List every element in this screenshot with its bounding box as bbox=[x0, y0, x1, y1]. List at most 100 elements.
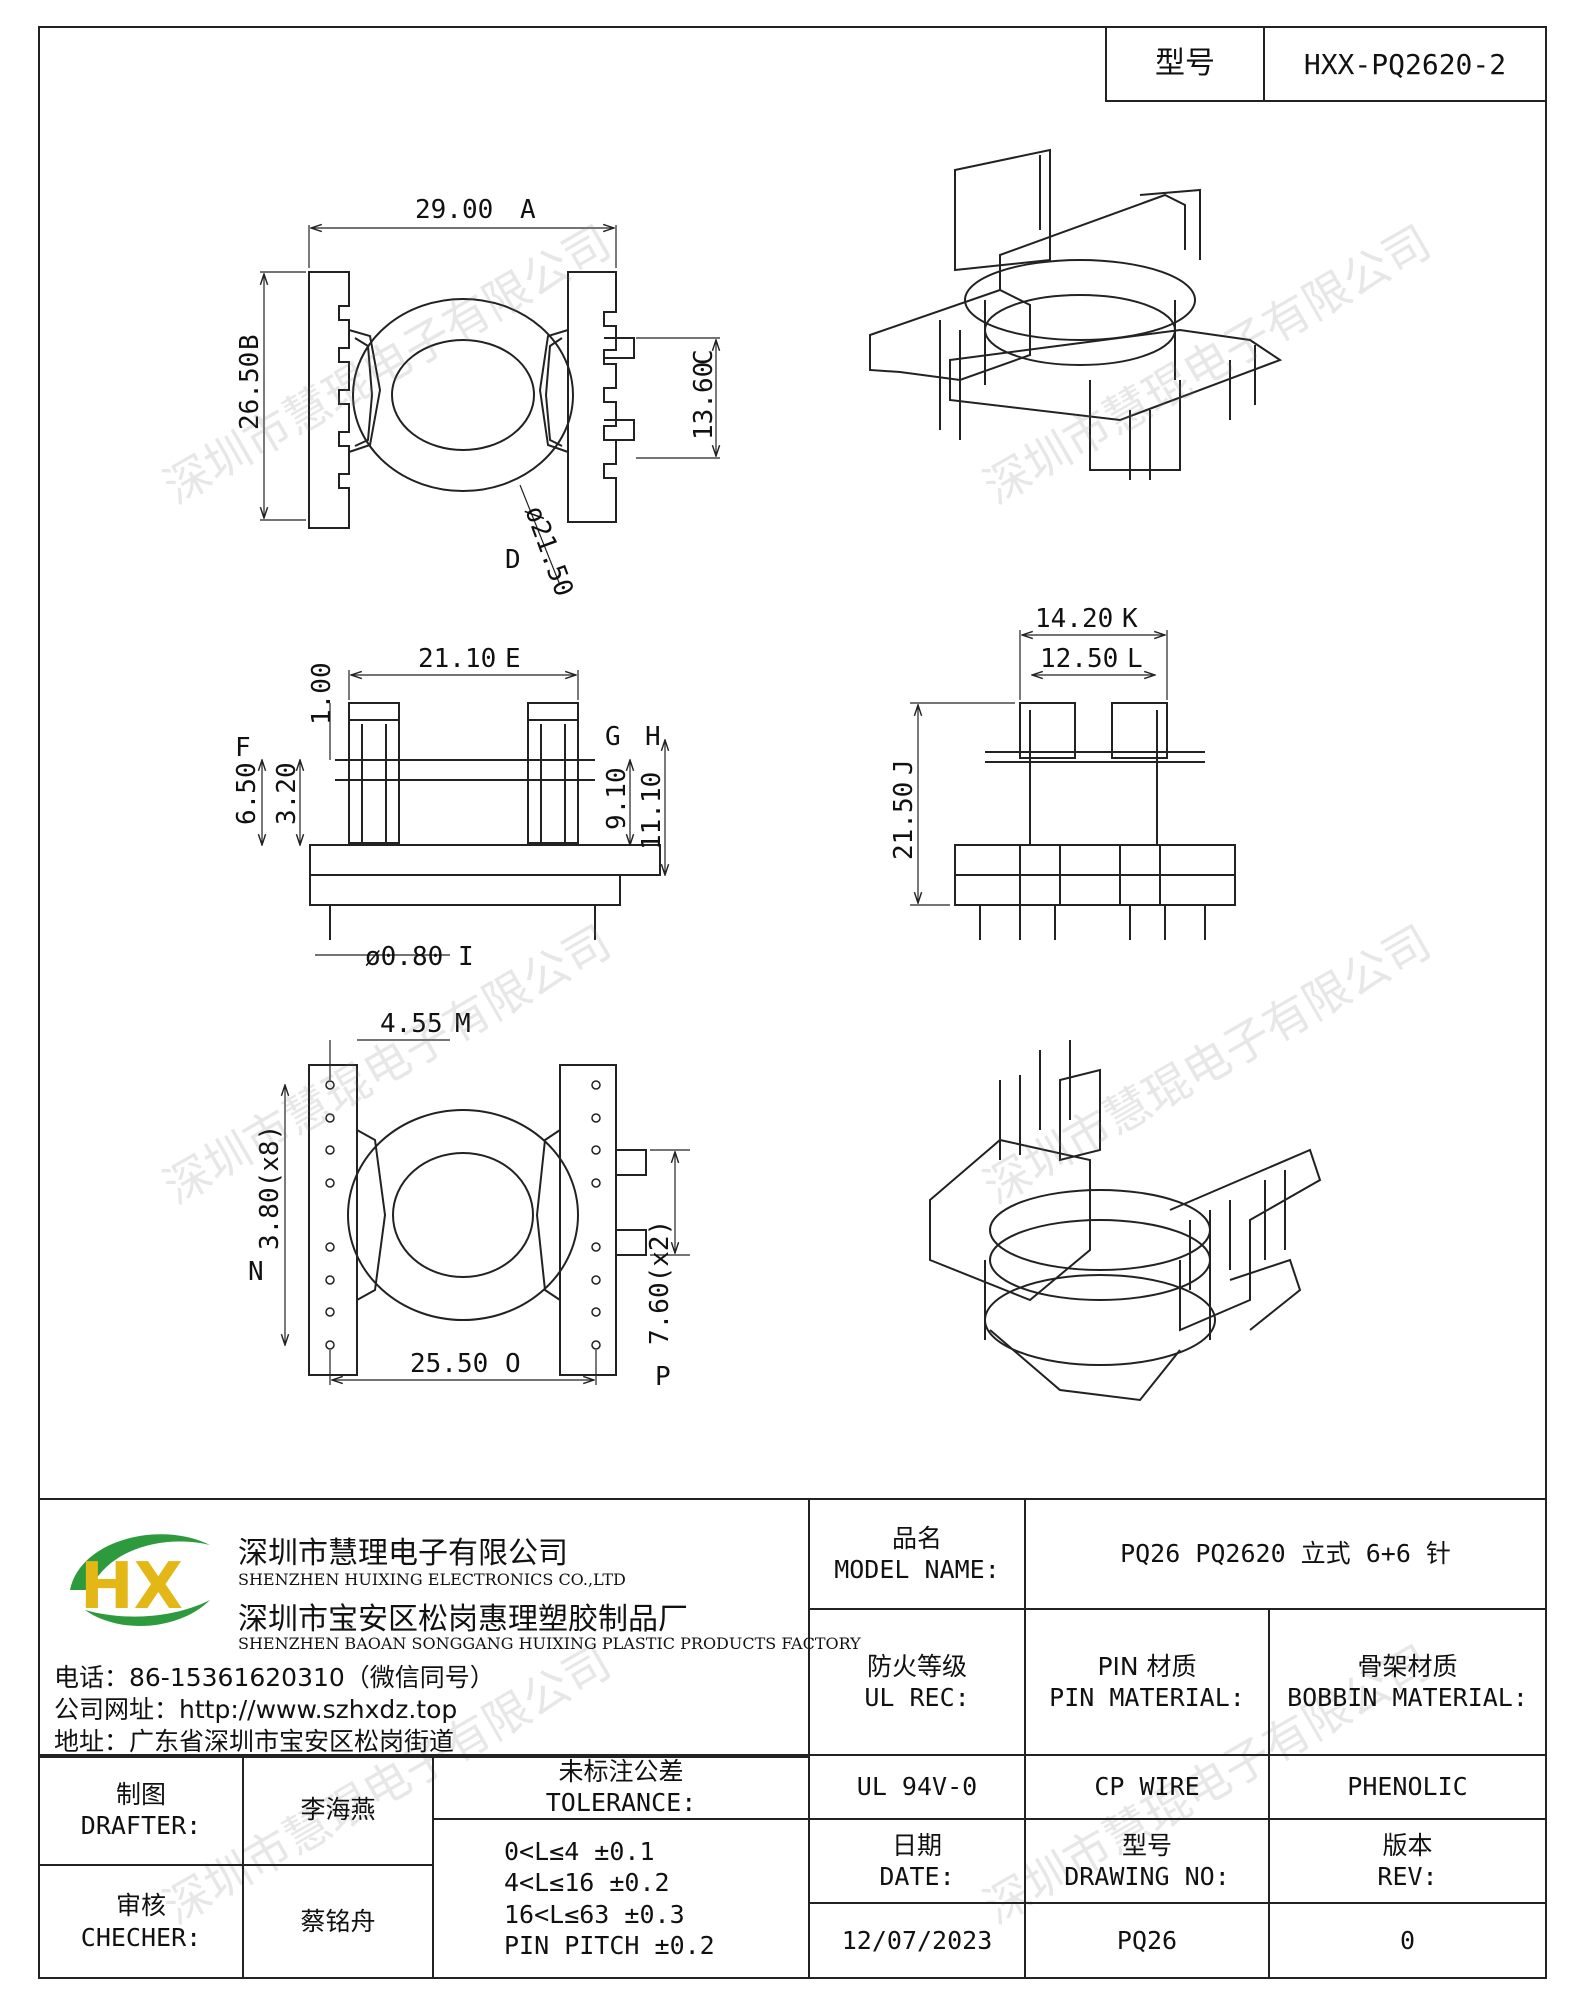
dim-E-value: 21.10 bbox=[418, 644, 496, 674]
drafter-value: 李海燕 bbox=[300, 1795, 376, 1825]
isometric-bottom-view bbox=[929, 1040, 1322, 1402]
checker-label-cn: 审核 bbox=[115, 1891, 166, 1921]
model-name-label-cn: 品名 bbox=[891, 1523, 942, 1553]
checker-label-cell: 审核 CHECHER: bbox=[38, 1864, 244, 1979]
dim-C-letter: C bbox=[689, 349, 719, 365]
dim-3-20-value: 3.20 bbox=[272, 762, 302, 825]
factory-name-en: SHENZHEN BAOAN SONGGANG HUIXING PLASTIC … bbox=[238, 1634, 861, 1653]
dim-B-value: 26.50 bbox=[235, 352, 265, 430]
company-address: 地址：广东省深圳市宝安区松岗街道 bbox=[54, 1727, 455, 1756]
drafter-label-cn: 制图 bbox=[115, 1779, 166, 1809]
dim-K-letter: K bbox=[1122, 604, 1138, 634]
company-website: 公司网址：http://www.szhxdz.top bbox=[54, 1695, 458, 1724]
dim-D-value: ø21.50 bbox=[518, 502, 578, 601]
drafter-label-cell: 制图 DRAFTER: bbox=[38, 1754, 244, 1866]
rev-value-cell: 0 bbox=[1268, 1902, 1547, 1979]
model-label-cell: 型号 bbox=[1105, 26, 1265, 102]
model-value: HXX-PQ2620-2 bbox=[1303, 47, 1507, 81]
dim-I-letter: I bbox=[458, 942, 474, 972]
drafter-label-en: DRAFTER: bbox=[80, 1811, 202, 1840]
rev-label-cn: 版本 bbox=[1382, 1830, 1433, 1860]
front-view bbox=[262, 670, 665, 956]
date-value-cell: 12/07/2023 bbox=[808, 1902, 1026, 1979]
pin-value-cell: CP WIRE bbox=[1024, 1754, 1270, 1820]
date-value: 12/07/2023 bbox=[841, 1925, 993, 1955]
ul-label-cn: 防火等级 bbox=[866, 1651, 967, 1681]
tolerance-label-cn: 未标注公差 bbox=[558, 1756, 684, 1786]
company-phone: 电话：86-15361620310（微信同号） bbox=[54, 1663, 495, 1692]
dim-H-letter: H bbox=[645, 722, 661, 752]
dim-L-value: 12.50 bbox=[1040, 644, 1118, 674]
dim-H-value: 11.10 bbox=[637, 772, 667, 850]
bobbin-label-en: BOBBIN MATERIAL: bbox=[1287, 1683, 1528, 1712]
date-label-cn: 日期 bbox=[891, 1830, 942, 1860]
dim-M-value: 4.55 bbox=[380, 1009, 443, 1039]
dim-A-value: 29.00 bbox=[415, 195, 493, 225]
dim-E-letter: E bbox=[505, 644, 521, 674]
dim-F-letter: F bbox=[235, 733, 251, 763]
rev-label-en: REV: bbox=[1377, 1862, 1438, 1891]
rev-label-cell: 版本 REV: bbox=[1268, 1818, 1547, 1904]
company-name-cn: 深圳市慧理电子有限公司 bbox=[238, 1536, 568, 1571]
rev-value: 0 bbox=[1399, 1925, 1416, 1955]
ul-label-en: UL REC: bbox=[864, 1683, 970, 1712]
tolerance-line-1: 0<L≤4 ±0.1 bbox=[504, 1837, 655, 1866]
technical-drawing: 29.00 A 26.50 B 13.60 C ø21.50 D 21.10 E… bbox=[232, 148, 1322, 1402]
model-label: 型号 bbox=[1155, 46, 1215, 82]
dim-J-letter: J bbox=[889, 759, 919, 775]
dim-I-value: ø0.80 bbox=[365, 942, 443, 972]
ul-value-cell: UL 94V-0 bbox=[808, 1754, 1026, 1820]
dim-D-letter: D bbox=[505, 545, 521, 575]
logo-text: HX bbox=[80, 1550, 183, 1624]
dim-O-letter: O bbox=[505, 1349, 521, 1379]
dim-N-letter: N bbox=[248, 1257, 264, 1287]
drawing-no-label-cn: 型号 bbox=[1121, 1830, 1172, 1860]
tolerance-label-cell: 未标注公差 TOLERANCE: bbox=[432, 1754, 810, 1820]
dim-L-letter: L bbox=[1127, 644, 1143, 674]
model-name-label-en: MODEL NAME: bbox=[834, 1555, 1000, 1584]
pin-label-cell: PIN 材质 PIN MATERIAL: bbox=[1024, 1608, 1270, 1756]
drafter-value-cell: 李海燕 bbox=[242, 1754, 434, 1866]
dim-G-letter: G bbox=[605, 722, 621, 752]
company-logo: HX bbox=[70, 1534, 210, 1627]
model-name-value-cell: PQ26 PQ2620 立式 6+6 针 bbox=[1024, 1498, 1547, 1610]
dim-B-letter: B bbox=[235, 334, 265, 350]
bobbin-label-cell: 骨架材质 BOBBIN MATERIAL: bbox=[1268, 1608, 1547, 1756]
factory-name-cn: 深圳市宝安区松岗惠理塑胶制品厂 bbox=[238, 1602, 688, 1637]
company-name-en: SHENZHEN HUIXING ELECTRONICS CO.,LTD bbox=[238, 1570, 626, 1589]
dim-F-value: 6.50 bbox=[232, 762, 262, 825]
dim-M-letter: M bbox=[455, 1009, 471, 1039]
bottom-view bbox=[285, 1039, 690, 1385]
model-value-cell: HXX-PQ2620-2 bbox=[1263, 26, 1547, 102]
ul-label-cell: 防火等级 UL REC: bbox=[808, 1608, 1026, 1756]
tolerance-line-3: 16<L≤63 ±0.3 bbox=[504, 1899, 685, 1929]
tolerance-line-2: 4<L≤16 ±0.2 bbox=[504, 1868, 670, 1898]
side-view bbox=[910, 630, 1236, 940]
isometric-top-view bbox=[869, 148, 1283, 480]
model-name-label-cell: 品名 MODEL NAME: bbox=[808, 1498, 1026, 1610]
dim-C-value: 13.60 bbox=[689, 362, 719, 440]
bobbin-value-cell: PHENOLIC bbox=[1268, 1754, 1547, 1820]
top-view bbox=[260, 225, 720, 586]
dim-P-letter: P bbox=[655, 1362, 671, 1392]
drawing-no-value-cell: PQ26 bbox=[1024, 1902, 1270, 1979]
pin-label-cn: PIN 材质 bbox=[1097, 1651, 1197, 1681]
dim-P-value: 7.60(x2) bbox=[645, 1220, 675, 1345]
drawing-no-label-cell: 型号 DRAWING NO: bbox=[1024, 1818, 1270, 1904]
bobbin-label-cn: 骨架材质 bbox=[1357, 1651, 1458, 1681]
pin-label-en: PIN MATERIAL: bbox=[1049, 1683, 1245, 1712]
date-label-cell: 日期 DATE: bbox=[808, 1818, 1026, 1904]
dim-A-letter: A bbox=[520, 195, 536, 225]
tolerance-label-en: TOLERANCE: bbox=[545, 1788, 697, 1817]
dim-N-value: 3.80(x8) bbox=[255, 1125, 285, 1250]
dim-1-00-value: 1.00 bbox=[307, 662, 337, 725]
model-name-value: PQ26 PQ2620 立式 6+6 针 bbox=[1120, 1539, 1451, 1569]
company-info: HX 深圳市慧理电子有限公司 SHENZHEN HUIXING ELECTRON… bbox=[40, 1500, 861, 1756]
dim-J-value: 21.50 bbox=[889, 782, 919, 860]
dim-G-value: 9.10 bbox=[602, 767, 632, 830]
tolerance-values-cell: 0<L≤4 ±0.1 4<L≤16 ±0.2 16<L≤63 ±0.3 PIN … bbox=[432, 1818, 810, 1979]
drawing-no-value: PQ26 bbox=[1116, 1925, 1178, 1955]
drawing-no-label-en: DRAWING NO: bbox=[1064, 1862, 1230, 1891]
bobbin-value: PHENOLIC bbox=[1347, 1772, 1468, 1802]
ul-value: UL 94V-0 bbox=[856, 1772, 978, 1802]
